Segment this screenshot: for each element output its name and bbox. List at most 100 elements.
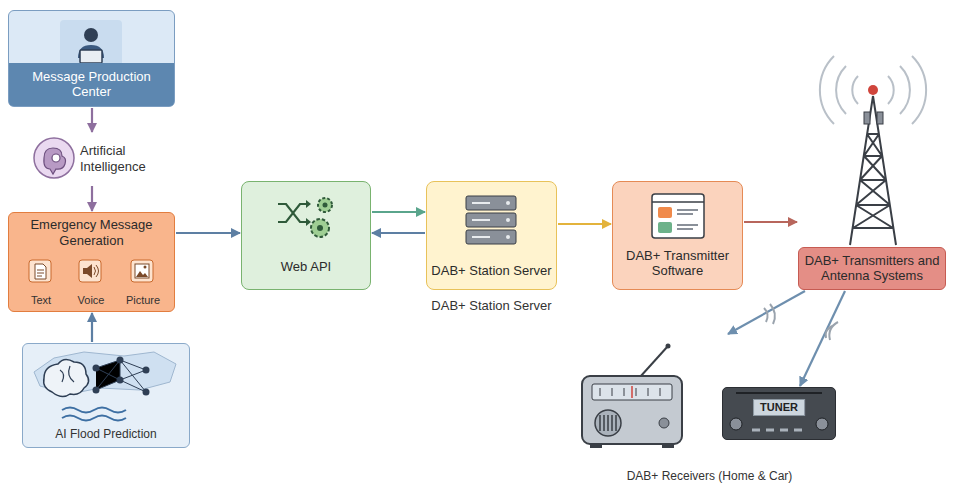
signal-waves [764,304,775,324]
home-radio [582,344,682,449]
prediction-box: AI Flood Prediction [22,343,190,448]
server-box: DAB+ Station ServerDAB+ Station Server [426,181,557,290]
home-radio [640,346,668,377]
home-radio [662,444,674,448]
server-rack-icon [466,230,516,244]
ai-brain-icon [44,148,66,174]
api-box: Web API [241,181,371,290]
node-label: Web API [242,259,370,275]
flood-prediction-illustration [143,367,150,374]
person-laptop-icon [60,20,122,70]
flood-prediction-illustration [34,352,176,421]
flow-arrow [558,223,611,225]
home-radio [659,418,669,428]
software-window-icon [677,210,698,229]
flood-prediction-illustration [96,360,146,392]
node-label: DAB+ Station Server [427,263,556,279]
text-document-icon [37,270,44,276]
node-label: DAB+ Transmitter Software [613,248,742,279]
home-radio [600,415,616,431]
server-rack-icon [466,196,516,210]
car-tuner-details [752,429,802,432]
text-document-icon [29,260,51,282]
picture-image-icon [136,271,148,277]
node-label: Artificial Intelligence [80,143,168,174]
flow-arrow [372,211,425,213]
software-window-icon [652,194,704,238]
web-api-icon [306,200,311,226]
text-document-icon [35,264,46,279]
signal-waves [826,322,838,340]
home-radio [666,344,671,349]
format-item: Text [23,259,59,307]
server-rack-icon [506,218,510,222]
voice-speaker-icon [94,265,99,277]
node-label: Voice [67,294,115,307]
node-label: Message Production Center [9,63,174,106]
flood-prediction-illustration [34,352,176,394]
flood-prediction-illustration [117,357,124,364]
flood-prediction-illustration [62,408,126,421]
software-window-icon [658,222,672,233]
server-rack-icon [466,196,516,244]
picture-image-icon [131,260,153,282]
web-api-icon [318,198,332,212]
car-tuner: TUNER [722,387,836,440]
picture-image-icon [131,260,153,282]
signal-waves [764,304,838,340]
antenna-tower [850,96,896,245]
antenna-tower [864,112,870,124]
person-laptop-icon [72,63,110,66]
generation-box: TextVoicePictureEmergency Message Genera… [8,212,175,312]
node-label: DAB+ Transmitters and Antenna Systems [798,247,946,290]
person-laptop-icon [78,45,104,58]
person-laptop-icon [60,20,122,70]
flow-arrow [91,186,93,211]
server-rack-icon [506,235,510,239]
web-api-icon [311,219,329,237]
home-radio [592,384,672,400]
antenna-tower [820,56,926,124]
ai-step: Artificial Intelligence [30,133,170,185]
voice-speaker-icon [79,260,101,282]
node-label: Emergency Message Generation [9,217,174,248]
person-laptop-icon [84,28,98,42]
flood-prediction-illustration [117,377,124,384]
flow-arrow [744,221,797,223]
home-radio [590,444,602,448]
software-box: DAB+ Transmitter Software [612,181,743,290]
home-radio [595,410,621,436]
node-label: Text [19,294,63,307]
node-label: DAB+ Receivers (Home & Car) [572,469,847,483]
node-label: Picture [117,294,169,307]
software-window-icon [652,201,704,203]
web-api-icon [278,198,332,237]
ai-brain-icon [34,138,74,178]
format-item: Picture [123,259,163,307]
producer-box: Message Production Center [8,10,175,107]
car-tuner-details [816,418,828,430]
flood-prediction-illustration [93,387,100,394]
flood-prediction-illustration [60,366,74,382]
transmitter-box: DAB+ Transmitters and Antenna Systems [798,50,946,290]
node-label: DAB+ Station Server [403,298,580,314]
ai-brain-icon [52,154,60,162]
antenna-tower [868,85,878,95]
software-window-icon [652,194,704,238]
software-window-icon [658,207,672,218]
flow-arrow [372,232,425,234]
person-laptop-icon [80,50,102,63]
car-tuner-details [730,418,742,430]
node-label: AI Flood Prediction [23,427,189,441]
picture-image-icon [135,264,149,278]
web-api-icon [323,203,328,208]
voice-speaker-icon [83,264,92,278]
flood-prediction-illustration [143,389,150,396]
home-radio [582,376,682,444]
receiver-group: TUNER DAB+ Receivers (Home & Car) [572,335,847,495]
flow-arrow [728,291,805,334]
car-tuner-details [736,392,822,394]
flow-arrow [176,232,240,234]
voice-speaker-icon [79,260,101,282]
